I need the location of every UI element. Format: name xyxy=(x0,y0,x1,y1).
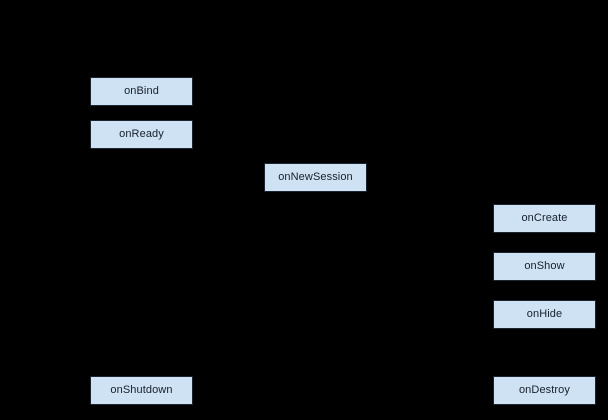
node-label-on-hide: onHide xyxy=(526,308,563,320)
node-on-hide[interactable]: onHide xyxy=(493,300,596,329)
node-label-on-ready: onReady xyxy=(119,128,164,140)
node-on-bind[interactable]: onBind xyxy=(90,77,193,106)
node-label-on-shutdown: onShutdown xyxy=(110,384,173,396)
node-on-create[interactable]: onCreate xyxy=(493,204,596,233)
node-on-show[interactable]: onShow xyxy=(493,252,596,281)
node-label-on-bind: onBind xyxy=(124,85,159,97)
node-on-shutdown[interactable]: onShutdown xyxy=(90,376,193,405)
node-label-on-create: onCreate xyxy=(521,212,568,224)
node-on-new-session[interactable]: onNewSession xyxy=(264,163,367,192)
node-label-on-destroy: onDestroy xyxy=(518,384,571,396)
node-on-destroy[interactable]: onDestroy xyxy=(493,376,596,405)
node-label-on-new-session: onNewSession xyxy=(278,171,353,183)
node-label-on-show: onShow xyxy=(524,260,565,272)
node-on-ready[interactable]: onReady xyxy=(90,120,193,149)
